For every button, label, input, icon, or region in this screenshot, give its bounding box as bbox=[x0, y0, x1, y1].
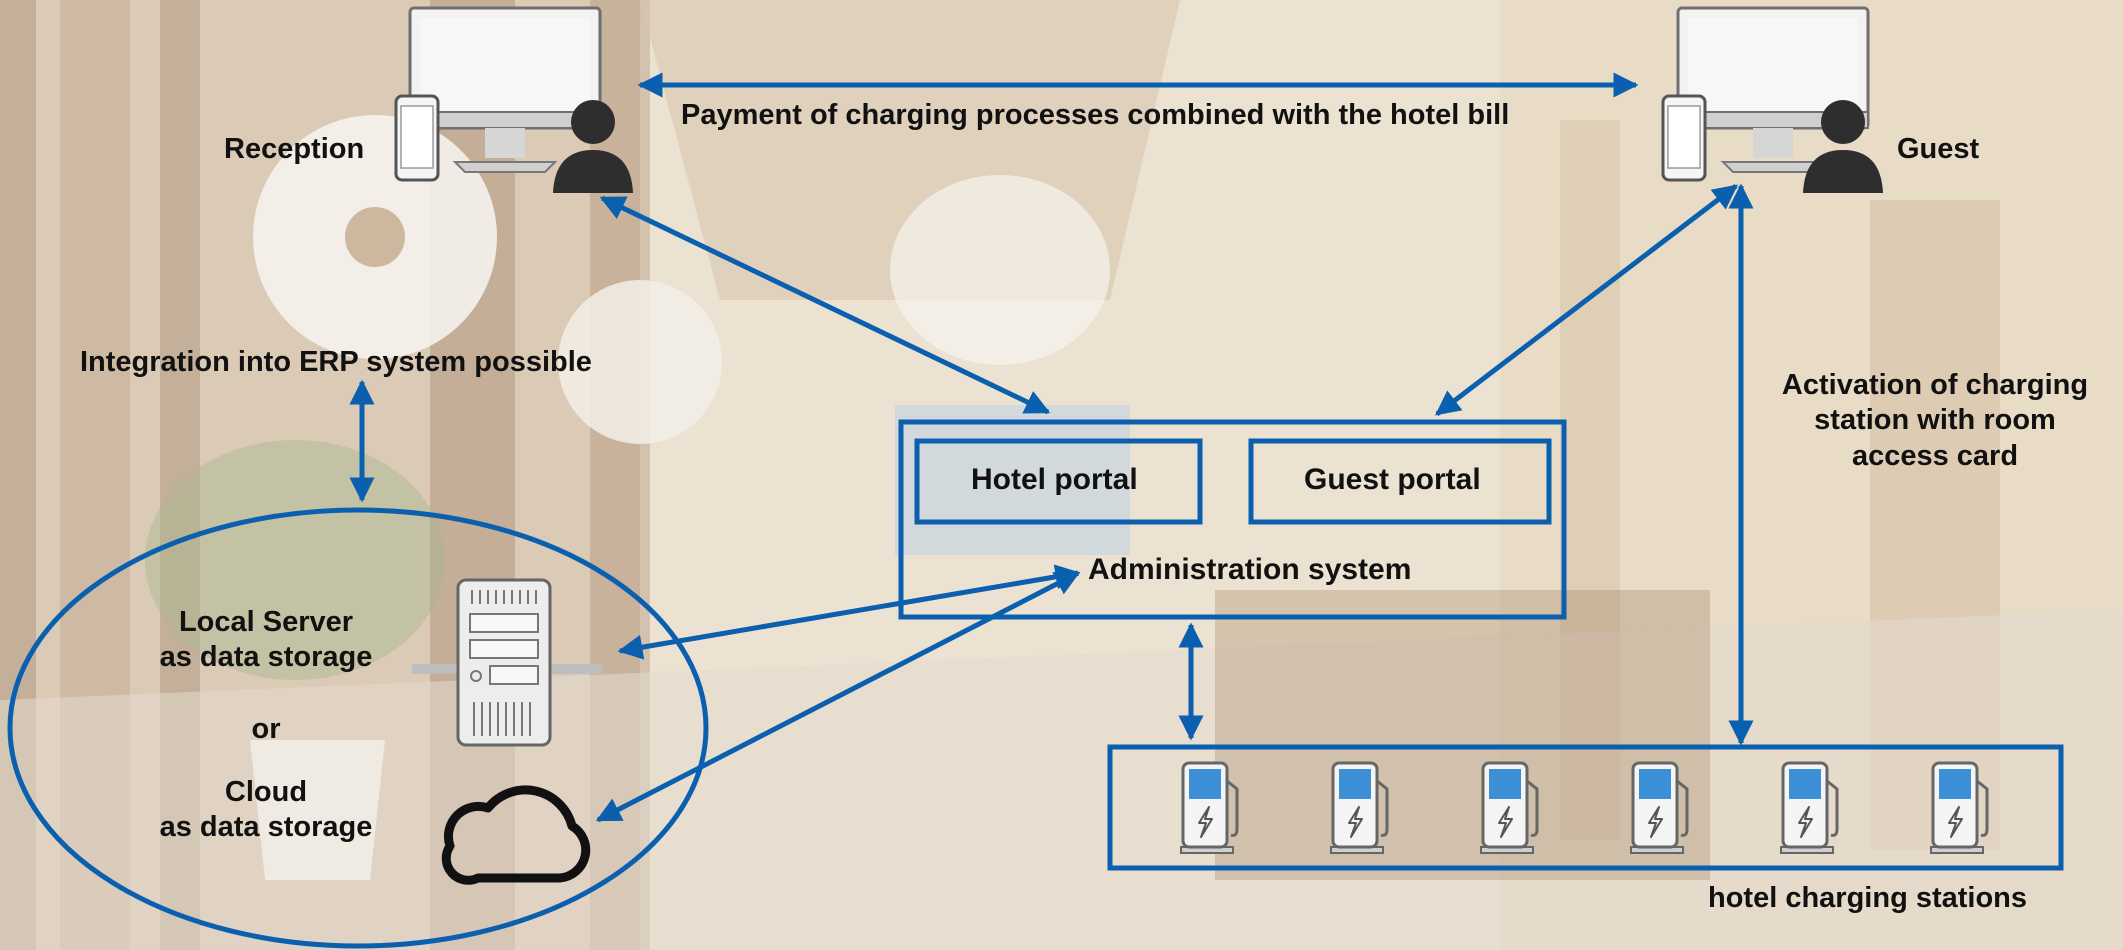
charging-stations-label: hotel charging stations bbox=[1708, 882, 2028, 914]
guest-label: Guest bbox=[1897, 133, 1980, 165]
charging-station-icon bbox=[1630, 761, 1689, 854]
server-icon bbox=[412, 578, 602, 747]
guest-workstation-icon bbox=[1661, 6, 1883, 193]
erp-integration-label: Integration into ERP system possible bbox=[80, 346, 592, 378]
hotel-portal-label: Hotel portal bbox=[971, 463, 1138, 496]
admin-server-arrow bbox=[617, 564, 1081, 660]
charging-station-list bbox=[1180, 761, 1989, 854]
local-server-label: Local Server as data storage bbox=[159, 606, 373, 674]
cloud-label: Cloud as data storage bbox=[159, 776, 373, 844]
reception-workstation-icon bbox=[394, 6, 633, 193]
reception-hotel-portal-arrow bbox=[599, 195, 1051, 415]
data-storage-ellipse bbox=[7, 507, 709, 949]
guest-portal-box bbox=[1248, 438, 1552, 525]
guest-guest-portal-arrow bbox=[1435, 184, 1738, 416]
hotel-portal-box bbox=[914, 438, 1203, 525]
administration-system-box bbox=[898, 419, 1567, 620]
administration-system-label: Administration system bbox=[1088, 553, 1412, 586]
charging-station-icon bbox=[1930, 761, 1989, 854]
or-label: or bbox=[251, 713, 281, 745]
activation-label: Activation of charging station with room… bbox=[1781, 369, 2089, 472]
cloud-icon bbox=[441, 785, 591, 885]
admin-cloud-arrow bbox=[595, 570, 1081, 823]
charging-station-icon bbox=[1480, 761, 1539, 854]
charging-station-icon bbox=[1330, 761, 1389, 854]
charging-station-icon bbox=[1180, 761, 1239, 854]
charging-stations-box bbox=[1107, 744, 2064, 871]
reception-label: Reception bbox=[224, 133, 365, 165]
payment-label: Payment of charging processes combined w… bbox=[681, 99, 1510, 131]
charging-station-icon bbox=[1780, 761, 1839, 854]
guest-portal-label: Guest portal bbox=[1304, 463, 1481, 496]
